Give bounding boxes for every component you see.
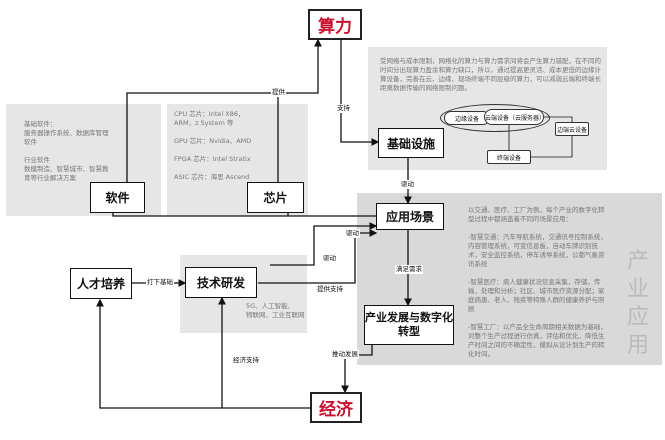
edge-label-provide-support: 提供支持: [316, 285, 344, 294]
terminal-node: 终端设备: [487, 150, 531, 164]
edge-label-support: 支持: [336, 104, 351, 113]
edge-label-drive-left: 驱动: [322, 254, 337, 263]
edge-cloud-node: 边端云设备: [555, 122, 589, 136]
edge-label-drive-infra: 驱动: [400, 180, 415, 189]
infra-description: 受网络与成本限制，网络化的算力与算力需求间将会产生算力错配，在不同的时间分出现算…: [380, 57, 601, 92]
inner-ellipse: [440, 104, 550, 132]
side-title: 产业应用: [626, 249, 649, 358]
app-description: 以交通、医疗、工厂为例，每个产业的数字化转型过程中都涵盖着不同的场景应用： -智…: [468, 206, 607, 358]
industry-node: 产业发展与数字化转型: [364, 305, 454, 345]
tech-description: 5G、人工智能、 物联网、工业互联网: [246, 302, 305, 319]
software-node: 软件: [90, 182, 145, 213]
infrastructure-node: 基础设施: [378, 128, 444, 158]
edge-label-drive-app: 驱动: [345, 229, 360, 238]
edge-label-promote: 推动发展: [331, 350, 359, 359]
economy-node: 经济: [310, 392, 362, 423]
chip-description: CPU 芯片：Intel X86， ARM，z System 等 GPU 芯片：…: [174, 110, 252, 181]
compute-node: 算力: [308, 9, 362, 40]
edge-label-econ-support: 经济支持: [232, 356, 260, 365]
tech-node: 技术研发: [185, 267, 257, 298]
talent-node: 人才培养: [70, 268, 132, 299]
edge-label-foundation: 打下基础: [146, 278, 174, 287]
edge-label-satisfy: 满足需求: [395, 265, 423, 274]
application-node: 应用场景: [376, 203, 444, 230]
chip-node: 芯片: [247, 182, 304, 213]
edge-label-provide: 提供: [271, 88, 286, 97]
software-description: 基础软件： 服务器操作系统、数据库管理 软件 行业软件 数模制造、智慧城市、智慧…: [24, 120, 109, 182]
